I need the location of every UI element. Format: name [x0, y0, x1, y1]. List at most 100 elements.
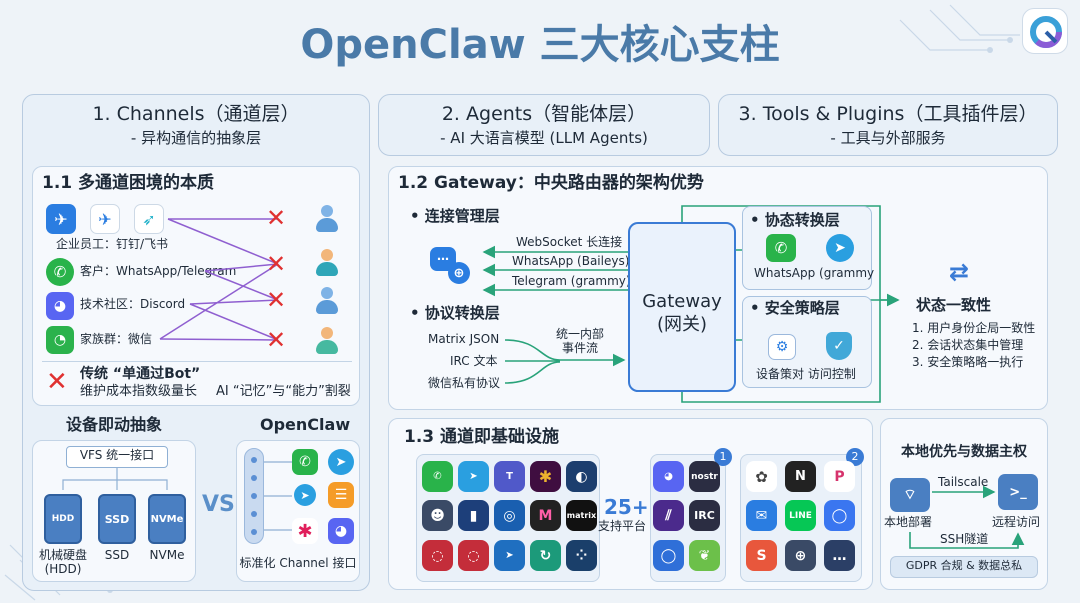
telegram-tile-icon: ➤ [458, 461, 489, 492]
remote-access-label: 远程访问 [992, 515, 1041, 529]
discord-icon: ◕ [46, 292, 74, 320]
column-subtitle-agents: - AI 大语言模型 (LLM Agents) [440, 129, 648, 147]
fail-cross-icon: ✕ [266, 326, 287, 354]
notion-tile-icon: N [785, 461, 816, 492]
tools-panel-header [718, 94, 1058, 156]
remote-terminal-icon: >_ [998, 474, 1038, 510]
chat-tile-icon: ◌ [458, 540, 489, 571]
bus-dots [251, 457, 292, 535]
family-avatar-icon [314, 327, 340, 355]
state-item-3: 3. 安全策略略一执行 [912, 355, 1024, 369]
platform-count-label: 支持平台 [598, 519, 647, 533]
line-tile-icon: LINE [785, 500, 816, 531]
hdd-icon: HDD [44, 494, 82, 544]
column-subtitle-tools: - 工具与外部服务 [830, 129, 946, 147]
security-caption: 设备策对 访问控制 [756, 367, 856, 381]
state-item-2: 2. 会话状态集中管理 [912, 338, 1024, 352]
state-item-1: 1. 用户身份企局一致性 [912, 321, 1036, 335]
ssd-label: SSD [104, 548, 130, 562]
telegram-tile-icon: ➤ [494, 540, 525, 571]
fail-cross-icon: ✕ [266, 286, 287, 314]
pay-tile-icon: P [824, 461, 855, 492]
telegram-icon: ➤ [328, 449, 354, 475]
signal-tile-icon: ◯ [653, 540, 684, 571]
row-label-community: 技术社区：Discord [80, 297, 186, 311]
conn-websocket: WebSocket 长连接 [516, 235, 623, 249]
signal-tile-icon: ◯ [824, 500, 855, 531]
conn-whatsapp: WhatsApp (Baileys) [512, 254, 630, 268]
row-label-family: 家族群：微信 [80, 332, 153, 346]
proto-wechat: 微信私有协议 [428, 376, 501, 390]
whatsapp-icon: ✆ [46, 258, 74, 286]
ssh-label: SSH隧道 [940, 532, 989, 546]
telegram-icon: ➤ [294, 484, 316, 506]
whatsapp-tile-icon: ✆ [422, 461, 453, 492]
vs-label: VS [202, 492, 235, 517]
router-icon: ⌔ [890, 478, 930, 512]
conn-title: • 连接管理层 [410, 207, 500, 225]
device-policy-icon: ⚙ [768, 334, 796, 360]
unify-label: 统一内部 事件流 [556, 327, 605, 355]
stripes-tile-icon: ⫽ [653, 500, 684, 531]
chat-tile-icon: ◌ [422, 540, 453, 571]
chat-bubble-icon: ☰ [328, 482, 354, 508]
teams-tile-icon: T [494, 461, 525, 492]
discord-tile-icon: ◕ [653, 461, 684, 492]
column-title-tools: 3. Tools & Plugins（工具插件层） [738, 103, 1038, 125]
section-1-1-title: 1.1 多通道困境的本质 [42, 173, 215, 193]
openai-tile-icon: ✿ [746, 461, 777, 492]
device-title: 设备即动抽象 [66, 415, 163, 434]
gdpr-box [890, 556, 1038, 578]
ssd-icon: SSD [98, 494, 136, 544]
badge-1: 1 [714, 448, 732, 466]
state-title: 状态一致性 [916, 296, 992, 314]
platform-count: 25+ [604, 495, 649, 519]
coord-caption: WhatsApp (grammy [754, 266, 875, 280]
pain-title: 传统 “单通过Bot” [80, 366, 201, 382]
gdpr-label: GDPR 合规 & 数据总私 [905, 559, 1023, 572]
vfs-label: VFS 统一接口 [79, 448, 155, 462]
agents-panel-header [378, 94, 710, 156]
tailscale-label: Tailscale [938, 475, 989, 489]
sync-tile-icon: ↻ [530, 540, 561, 571]
mattermost-tile-icon: ▮ [458, 500, 489, 531]
nvme-label: NVMe [149, 548, 185, 562]
pain-right-text: AI “记忆”与“能力”割裂 [216, 384, 351, 399]
openclaw-caption: 标准化 Channel 接口 [239, 556, 357, 570]
page-title: OpenClaw 三大核心支柱 [300, 22, 780, 68]
slack-icon: ✱ [292, 518, 318, 544]
support-agent-avatar-icon [314, 249, 340, 277]
signal-tile-icon: ◐ [566, 461, 597, 492]
chat-tile-icon: ◎ [494, 500, 525, 531]
column-subtitle-channels: - 异构通信的抽象层 [130, 129, 262, 147]
proto-irc: IRC 文本 [450, 354, 498, 368]
m-tile-icon: M [530, 500, 561, 531]
section-1-1-card [32, 166, 360, 406]
fail-cross-icon: ✕ [266, 250, 287, 278]
whatsapp-icon: ✆ [766, 234, 796, 262]
proto-title: • 协议转换层 [410, 304, 500, 322]
row-label-customer: 客户：WhatsApp/Telegram [80, 264, 237, 278]
proto-matrix: Matrix JSON [428, 332, 500, 346]
pain-subtitle: 维护成本指数级量长 [80, 384, 198, 399]
local-title: 本地优先与数据主权 [901, 444, 1027, 460]
user-avatar-icon [314, 205, 340, 233]
irc-tile-icon: IRC [689, 500, 720, 531]
fail-cross-icon: ✕ [46, 367, 68, 397]
hdd-label: 机械硬盘 (HDD) [38, 548, 87, 576]
telegram-icon: ➤ [826, 234, 854, 262]
security-title: • 安全策略层 [750, 299, 840, 317]
lark-icon: ✈ [90, 204, 120, 234]
matrix-tile-icon: matrix [566, 500, 597, 531]
leaf-tile-icon: ❦ [689, 540, 720, 571]
discord-icon: ◕ [328, 518, 354, 544]
swirl-tile-icon: S [746, 540, 777, 571]
globe-tile-icon: ⊕ [785, 540, 816, 571]
slack-tile-icon: ✱ [530, 461, 561, 492]
section-1-3-title: 1.3 通道即基础设施 [404, 427, 560, 447]
section-1-2-title: 1.2 Gateway：中央路由器的架构优势 [398, 173, 704, 193]
whatsapp-icon: ✆ [292, 449, 318, 475]
mail-tile-icon: ✉ [746, 500, 777, 531]
vfs-lines [62, 468, 168, 490]
